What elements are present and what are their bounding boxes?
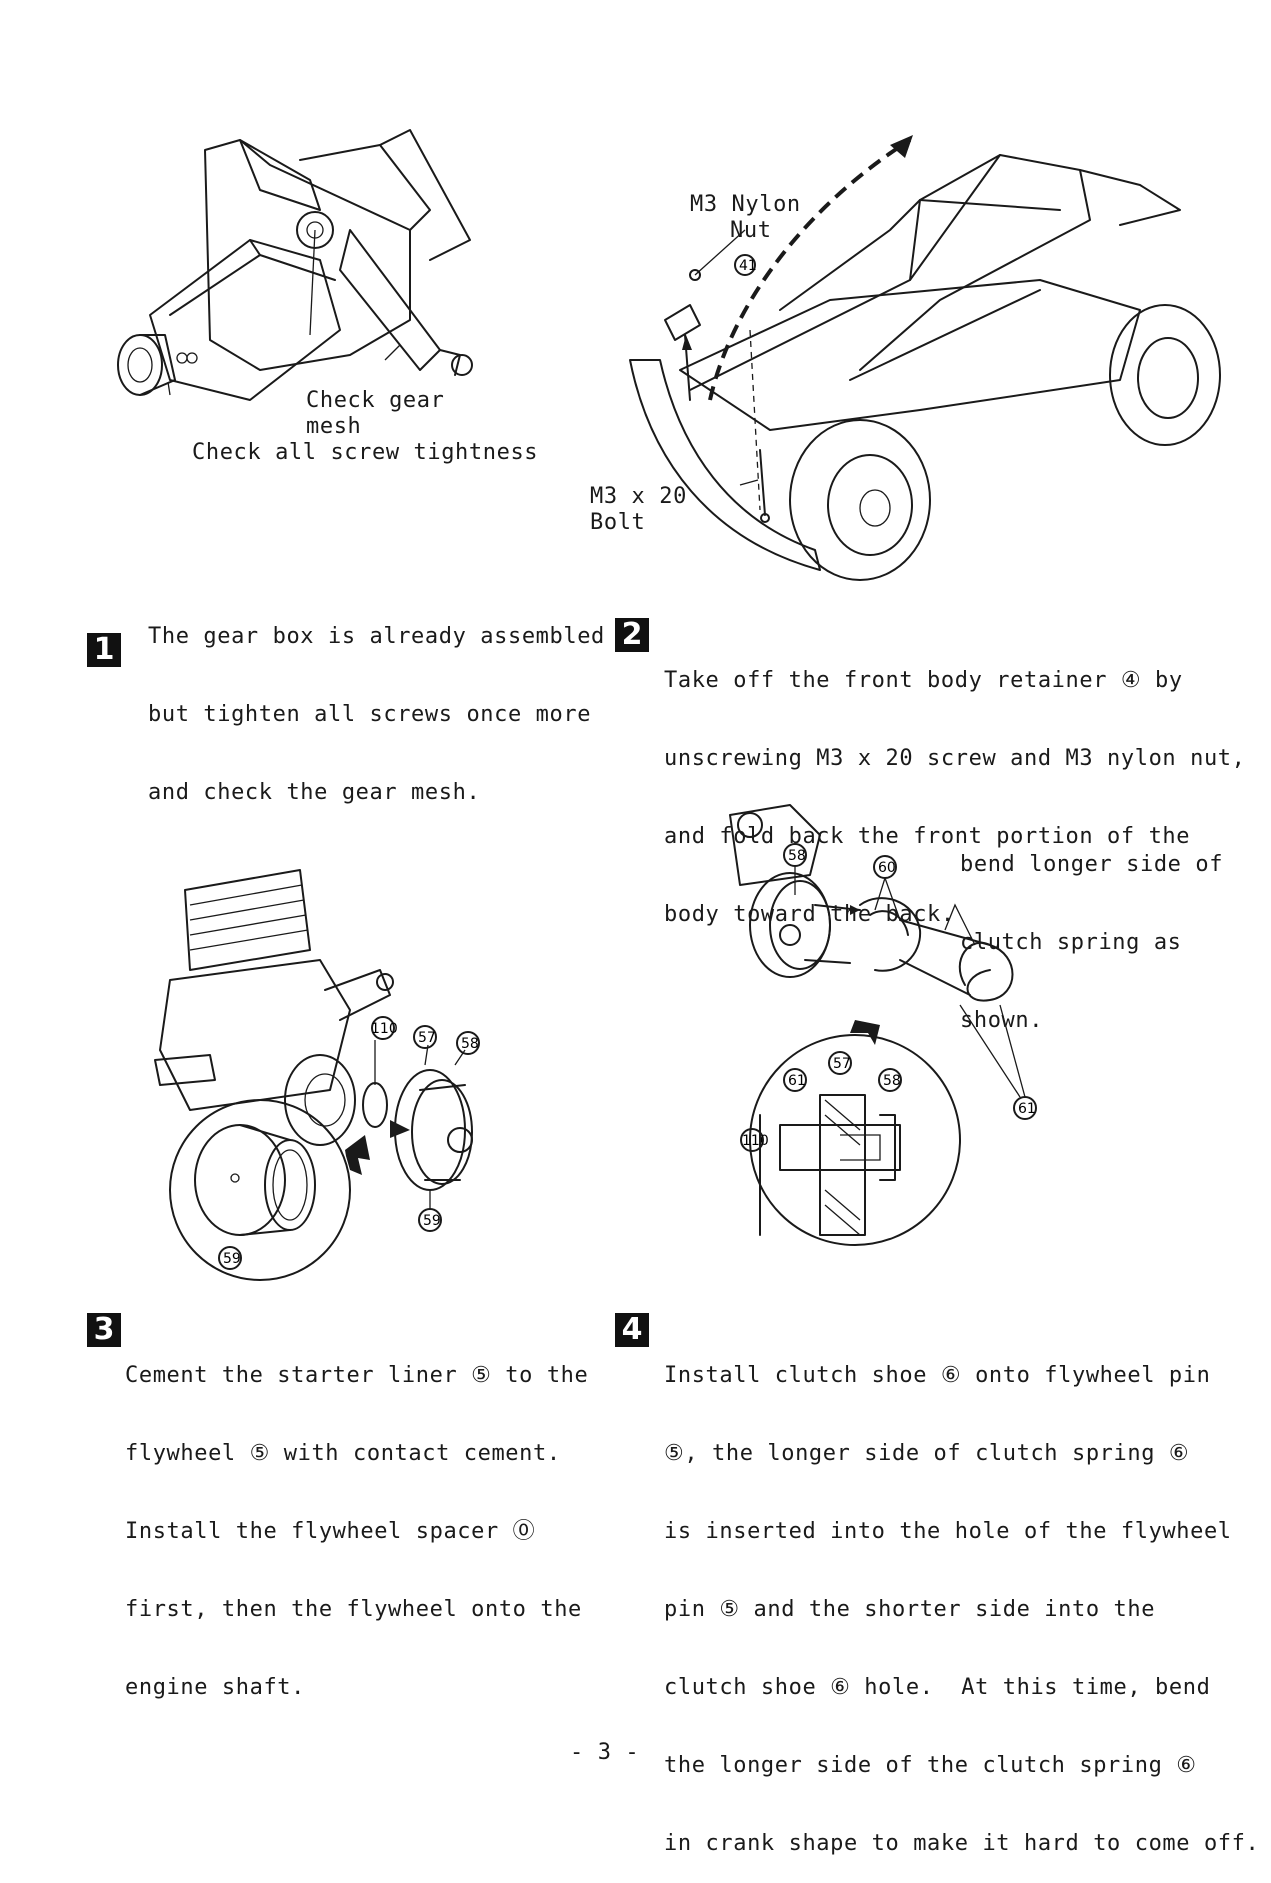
text-line: the longer side of the clutch spring ⑥ <box>664 1753 1197 1778</box>
gearbox-illustration <box>117 129 473 401</box>
buggy-illustration: 41 <box>629 135 1221 581</box>
text-line: Take off the front body retainer ④ by <box>664 668 1183 693</box>
svg-text:60: 60 <box>878 860 896 876</box>
text-line: flywheel ⑤ with contact cement. <box>125 1441 561 1466</box>
clutch-illustration: 58 60 61 61 57 58 110 <box>729 804 1037 1246</box>
text-line: engine shaft. <box>125 1675 305 1700</box>
step-number-badge: 1 <box>87 633 121 667</box>
svg-text:59: 59 <box>423 1213 441 1229</box>
svg-text:110: 110 <box>371 1021 398 1037</box>
page-number: - 3 - <box>570 1740 640 1765</box>
manual-page: { "page_number": "- 3 -", "steps": [ { "… <box>87 129 1259 1856</box>
step-4-text: Install clutch shoe ⑥ onto flywheel pin … <box>664 1311 1259 1883</box>
callout-check-screws: Check all screw tightness <box>192 440 539 465</box>
callout-line: bend longer side of <box>960 852 1224 877</box>
text-line: ⑤, the longer side of clutch spring ⑥ <box>664 1441 1190 1466</box>
callout-bolt: Bolt <box>590 510 646 535</box>
text-line: is inserted into the hole of the flywhee… <box>664 1519 1232 1544</box>
text-line: The gear box is already assembled <box>148 624 605 649</box>
text-line: but tighten all screws once more <box>148 702 592 727</box>
svg-text:41: 41 <box>739 258 757 274</box>
svg-text:61: 61 <box>788 1073 806 1089</box>
svg-text:58: 58 <box>883 1073 901 1089</box>
step-number-badge: 4 <box>615 1313 649 1347</box>
text-line: and check the gear mesh. <box>148 780 481 805</box>
callout-check-gear: Check gear <box>306 388 445 413</box>
svg-text:59: 59 <box>223 1251 241 1267</box>
text-line: and fold back the front portion of the <box>664 824 1191 849</box>
step-number-badge: 2 <box>615 618 649 652</box>
callout-m3x20: M3 x 20 <box>590 484 687 509</box>
svg-text:61: 61 <box>1018 1101 1036 1117</box>
step-number-badge: 3 <box>87 1313 121 1347</box>
svg-text:57: 57 <box>833 1056 851 1072</box>
step-1-text: The gear box is already assembled but ti… <box>148 572 605 832</box>
svg-text:58: 58 <box>461 1036 479 1052</box>
text-line: pin ⑤ and the shorter side into the <box>664 1597 1156 1622</box>
text-line: first, then the flywheel onto the <box>125 1597 582 1622</box>
text-line: clutch shoe ⑥ hole. At this time, bend <box>664 1675 1211 1700</box>
callout-line: shown. <box>960 1008 1044 1033</box>
callout-m3-nylon: M3 Nylon <box>690 192 801 217</box>
step-4-callout: bend longer side of clutch spring as sho… <box>960 800 1223 1060</box>
callout-mesh: mesh <box>306 414 362 439</box>
step-3-text: Cement the starter liner ⑤ to the flywhe… <box>125 1311 588 1727</box>
text-line: unscrewing M3 x 20 screw and M3 nylon nu… <box>664 746 1246 771</box>
svg-text:57: 57 <box>418 1030 436 1046</box>
svg-text:58: 58 <box>788 848 806 864</box>
text-line: Cement the starter liner ⑤ to the <box>125 1363 589 1388</box>
step-2-text: Take off the front body retainer ④ by un… <box>664 616 1246 954</box>
callout-line: clutch spring as <box>960 930 1182 955</box>
callout-nut: Nut <box>730 218 772 243</box>
text-line: Install the flywheel spacer ⓪ <box>125 1519 536 1544</box>
svg-text:110: 110 <box>742 1133 769 1149</box>
text-line: in crank shape to make it hard to come o… <box>664 1831 1260 1856</box>
engine-flywheel-illustration: 110 57 58 59 59 <box>154 869 480 1281</box>
text-line: Install clutch shoe ⑥ onto flywheel pin <box>664 1363 1211 1388</box>
